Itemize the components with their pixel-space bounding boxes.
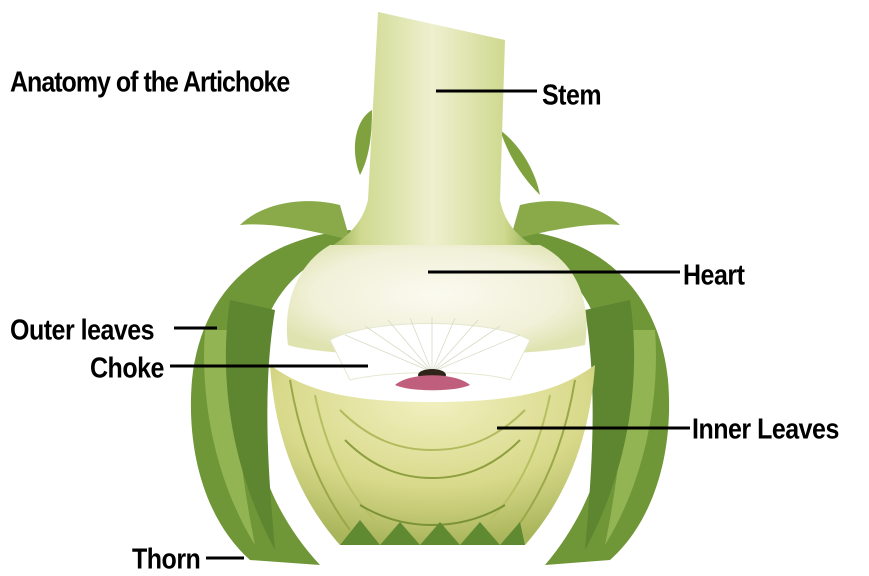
inner-leaves-label: Inner Leaves bbox=[692, 413, 839, 446]
diagram-title: Anatomy of the Artichoke bbox=[10, 66, 289, 99]
choke-label: Choke bbox=[90, 352, 164, 385]
thorn-label: Thorn bbox=[132, 543, 200, 576]
stem-label: Stem bbox=[542, 79, 601, 112]
stem-shape bbox=[320, 12, 545, 252]
outer-leaves-label: Outer leaves bbox=[10, 314, 154, 347]
heart-label: Heart bbox=[683, 259, 744, 292]
inner-leaves-shape bbox=[270, 365, 595, 545]
